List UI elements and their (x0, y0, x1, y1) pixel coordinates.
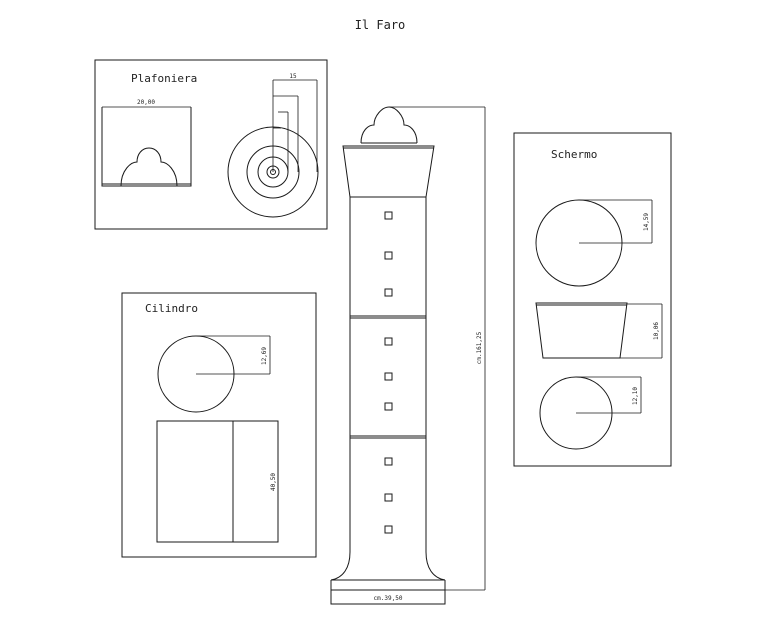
base-flare-right (425, 551, 446, 581)
lighthouse-shade (342, 145, 435, 198)
schermo-frame (513, 132, 672, 467)
plafoniera-label: Plafoniera (131, 72, 197, 85)
window (384, 251, 393, 260)
front-view-outline (101, 107, 192, 187)
cilindro-side-rect (156, 420, 279, 543)
lighthouse-height-dim: cm.161,25 (476, 331, 483, 364)
plafoniera-frame (94, 59, 328, 230)
plafoniera-panel: Plafoniera 20,00 15 (94, 59, 328, 230)
schermo-bottom-radius-dim: 12,10 (632, 387, 639, 405)
cilindro-height-dim: 40,50 (270, 473, 277, 491)
schermo-label: Schermo (551, 148, 597, 161)
window (384, 288, 393, 297)
lighthouse-dome (360, 106, 418, 144)
window (384, 457, 393, 466)
schermo-top-radius-dim: 14,59 (643, 213, 650, 231)
plafoniera-top-view: 15 (227, 73, 319, 218)
lighthouse-assembly: cm.39,50 cm.161,25 (330, 106, 486, 605)
base-plinth (330, 589, 446, 605)
plafoniera-dome-profile (120, 147, 178, 187)
cilindro-panel: Cilindro 12,69 40,50 (121, 292, 317, 558)
cilindro-frame (121, 292, 317, 558)
cilindro-radius-dim: 12,69 (261, 347, 268, 365)
window (384, 525, 393, 534)
schermo-panel: Schermo 14,59 10,06 12,10 (513, 132, 672, 467)
window (384, 337, 393, 346)
plafoniera-ring-dim: 15 (289, 73, 297, 80)
lighthouse-base-dim: cm.39,50 (374, 595, 403, 602)
window (384, 493, 393, 502)
plafoniera-front-view: 20,00 (101, 99, 192, 187)
window (384, 372, 393, 381)
plafoniera-width-dim: 20,00 (137, 99, 155, 106)
drawing-title: Il Faro (355, 18, 406, 32)
base-flare-left (330, 551, 351, 581)
cilindro-label: Cilindro (145, 302, 198, 315)
window (384, 402, 393, 411)
window (384, 211, 393, 220)
schermo-side-trapezoid (535, 302, 628, 359)
schermo-height-dim: 10,06 (653, 322, 660, 340)
